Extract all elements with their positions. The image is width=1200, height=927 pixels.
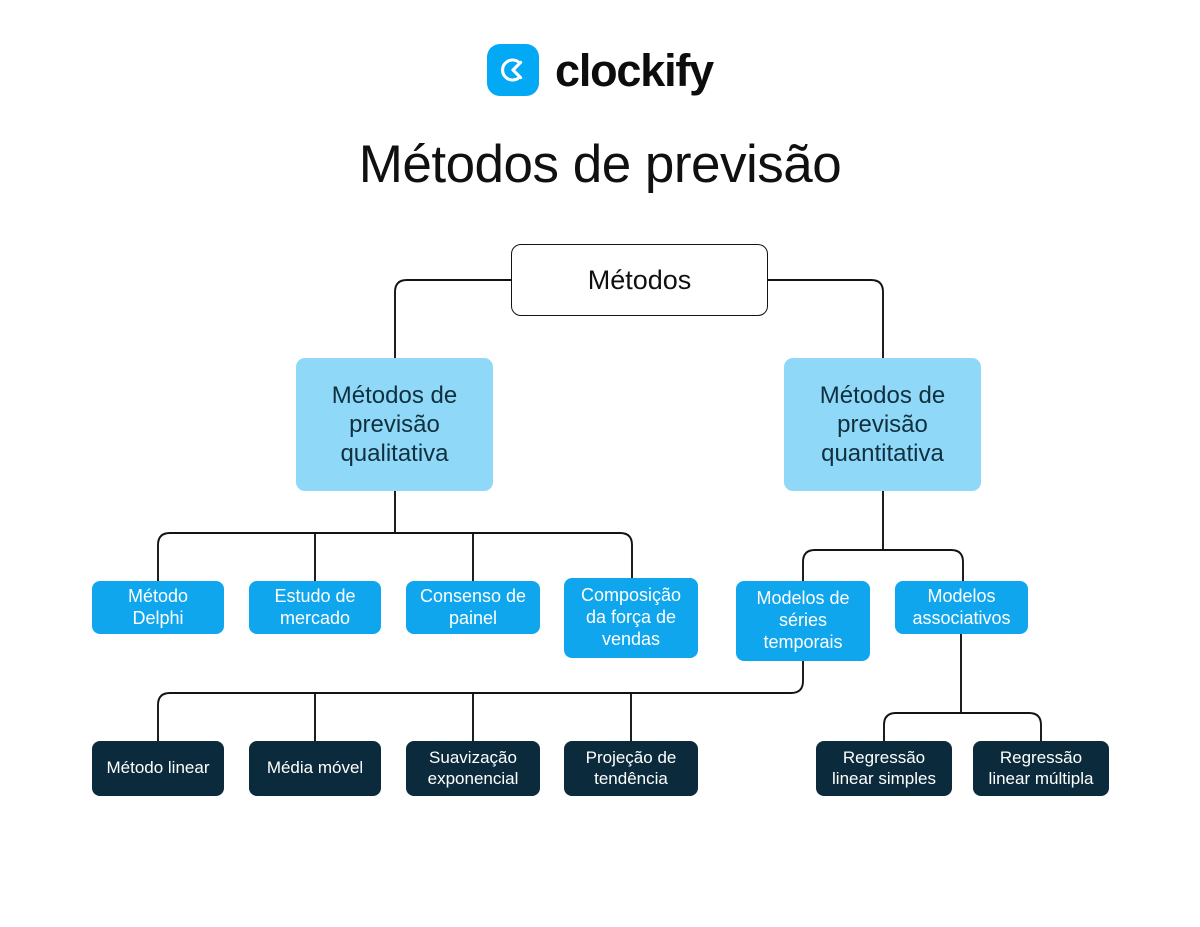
node-regressao-linear-simples[interactable]: Regressão linear simples bbox=[816, 741, 952, 796]
node-root-metodos[interactable]: Métodos bbox=[511, 244, 768, 316]
node-consenso-de-painel[interactable]: Consenso de painel bbox=[406, 581, 540, 634]
page-title: Métodos de previsão bbox=[358, 135, 842, 194]
node-projecao-de-tendencia[interactable]: Projeção de tendência bbox=[564, 741, 698, 796]
node-estudo-de-mercado[interactable]: Estudo de mercado bbox=[249, 581, 381, 634]
brand-header: clockify bbox=[0, 44, 1200, 96]
node-modelos-associativos[interactable]: Modelos associativos bbox=[895, 581, 1028, 634]
node-modelos-de-series-temporais[interactable]: Modelos de séries temporais bbox=[736, 581, 870, 661]
node-media-movel[interactable]: Média móvel bbox=[249, 741, 381, 796]
clockify-clock-icon bbox=[487, 44, 539, 96]
brand-name: clockify bbox=[555, 44, 714, 96]
node-metodos-previsao-qualitativa[interactable]: Métodos de previsão qualitativa bbox=[296, 358, 493, 491]
node-metodo-linear[interactable]: Método linear bbox=[92, 741, 224, 796]
node-metodos-previsao-quantitativa[interactable]: Métodos de previsão quantitativa bbox=[784, 358, 981, 491]
node-regressao-linear-multipla[interactable]: Regressão linear múltipla bbox=[973, 741, 1109, 796]
node-composicao-da-forca-de-vendas[interactable]: Composição da força de vendas bbox=[564, 578, 698, 658]
node-suavizacao-exponencial[interactable]: Suavização exponencial bbox=[406, 741, 540, 796]
node-metodo-delphi[interactable]: Método Delphi bbox=[92, 581, 224, 634]
